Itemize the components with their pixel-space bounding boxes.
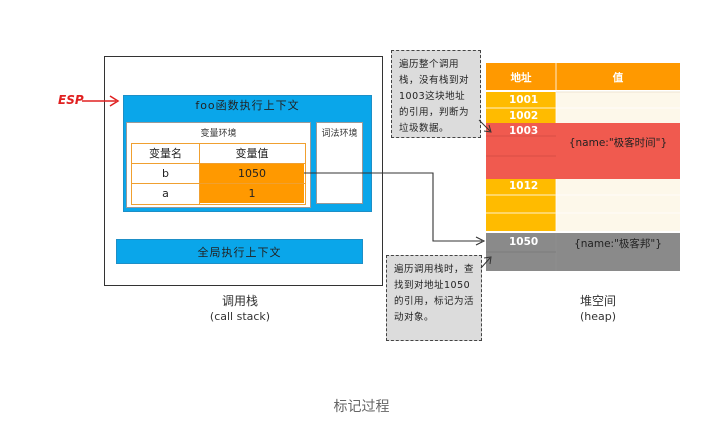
var-table-grid (132, 144, 305, 204)
heap-sublabel: (heap) (579, 310, 617, 323)
note-bottom-pointer (480, 257, 491, 269)
heap-address-1003: 1003 (509, 125, 539, 137)
heap-address-1001: 1001 (509, 94, 539, 106)
lexical-environment-title: 词法环境 (321, 129, 358, 139)
reference-arrow (304, 172, 482, 242)
note-top-pointer (478, 119, 491, 132)
heap-header-value: 值 (612, 72, 624, 84)
call-stack-label: 调用栈 (221, 294, 258, 308)
global-context-title: 全局执行上下文 (197, 246, 282, 259)
heap-address-1050: 1050 (509, 236, 539, 248)
var-a-name: a (162, 187, 169, 200)
var-table-header-value: 变量值 (235, 147, 269, 160)
var-b-value-cell (200, 164, 304, 183)
heap-address-1012: 1012 (509, 180, 539, 192)
call-stack-sublabel: (call stack) (209, 310, 271, 323)
var-table-header-name: 变量名 (149, 147, 182, 160)
var-b-name: b (162, 167, 169, 180)
var-a-value-cell (200, 184, 304, 203)
heap-address-1002: 1002 (509, 110, 539, 122)
heap-label: 堆空间 (579, 294, 616, 308)
figure-caption: 标记过程 (333, 399, 390, 415)
global-execution-context (116, 239, 363, 264)
note-garbage-data: 遍历整个调用栈，没有栈到对1003这块地址的引用，判断为垃圾数据。 (391, 50, 481, 138)
var-a-value: 1 (248, 187, 256, 200)
heap-table (486, 63, 680, 271)
heap-value-1003: {name:"极客时间"} (568, 137, 668, 149)
note-active-object: 遍历调用栈时，查找到对地址1050的引用，标记为活动对象。 (386, 255, 482, 341)
heap-value-1050: {name:"极客邦"} (574, 238, 662, 250)
variable-table: 变量名 变量值 b 1050 a 1 (131, 143, 306, 205)
heap-header-address: 地址 (510, 72, 532, 84)
foo-context-title: foo函数执行上下文 (195, 99, 300, 112)
esp-arrow (82, 95, 120, 107)
lexical-environment (316, 122, 363, 204)
variable-environment-title: 变量环境 (200, 129, 237, 139)
var-b-value: 1050 (238, 167, 266, 180)
esp-label: ESP (58, 93, 84, 107)
